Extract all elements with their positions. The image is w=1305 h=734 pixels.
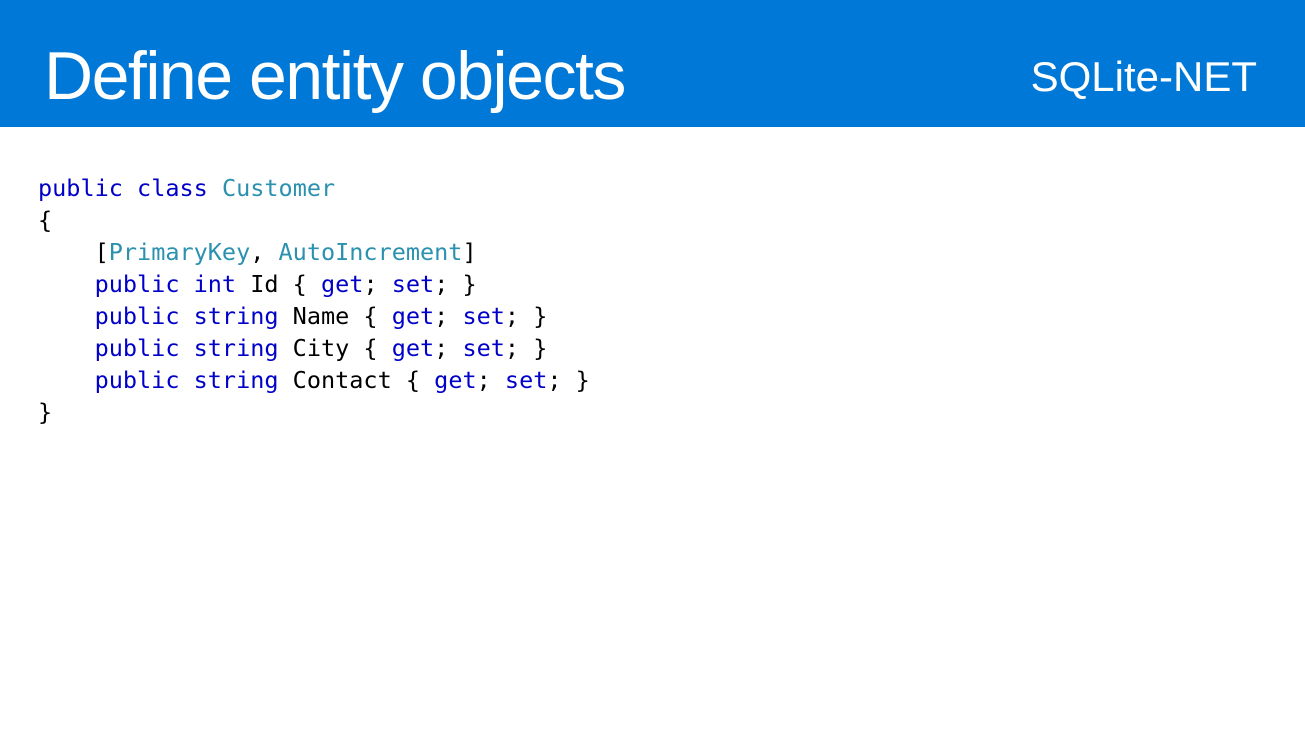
- code-token: public: [94, 302, 180, 330]
- code-token: public: [94, 334, 180, 362]
- code-token: ,: [250, 238, 279, 266]
- code-line: public string City { get; set; }: [38, 332, 590, 364]
- code-token: set: [462, 302, 505, 330]
- code-token: PrimaryKey: [108, 238, 251, 266]
- code-token: Contact {: [278, 366, 435, 394]
- code-token: ; }: [504, 334, 548, 362]
- code-token: ; }: [434, 270, 477, 298]
- code-token: [179, 334, 193, 362]
- code-token: {: [38, 206, 53, 234]
- code-token: [38, 270, 95, 298]
- code-line: {: [38, 204, 590, 236]
- code-token: string: [193, 334, 279, 362]
- code-token: get: [391, 302, 435, 330]
- code-line: [PrimaryKey, AutoIncrement]: [38, 236, 590, 268]
- code-token: get: [391, 334, 435, 362]
- code-token: [38, 302, 95, 330]
- code-token: ; }: [547, 366, 590, 394]
- code-token: set: [462, 334, 505, 362]
- code-line: public string Name { get; set; }: [38, 300, 590, 332]
- code-token: string: [193, 366, 279, 394]
- code-line: public class Customer: [38, 172, 590, 204]
- code-token: ;: [434, 334, 463, 362]
- code-line: public string Contact { get; set; }: [38, 364, 590, 396]
- code-token: int: [193, 270, 237, 298]
- code-token: Name {: [278, 302, 392, 330]
- code-token: public: [94, 366, 180, 394]
- code-token: [179, 302, 193, 330]
- code-token: City {: [278, 334, 392, 362]
- code-token: [179, 270, 193, 298]
- code-token: ;: [476, 366, 505, 394]
- code-token: ;: [363, 270, 392, 298]
- code-line: }: [38, 396, 590, 428]
- code-token: Id {: [236, 270, 321, 298]
- code-token: public: [94, 270, 180, 298]
- code-token: AutoIncrement: [278, 238, 463, 266]
- code-token: string: [193, 302, 279, 330]
- code-token: public: [38, 174, 123, 202]
- slide-subtitle: SQLite-NET: [1030, 53, 1257, 100]
- code-token: get: [434, 366, 477, 394]
- code-token: [: [38, 238, 109, 266]
- code-token: [179, 366, 193, 394]
- code-block: public class Customer { [PrimaryKey, Aut…: [38, 172, 590, 428]
- slide-title: Define entity objects: [44, 38, 626, 114]
- code-token: get: [320, 270, 364, 298]
- code-token: ;: [434, 302, 463, 330]
- title-banner: Define entity objects SQLite-NET: [0, 0, 1305, 127]
- code-token: class: [137, 174, 208, 202]
- code-token: [208, 174, 222, 202]
- code-token: [123, 174, 137, 202]
- code-token: set: [391, 270, 435, 298]
- code-token: set: [504, 366, 548, 394]
- code-token: [38, 334, 95, 362]
- code-token: }: [38, 398, 53, 426]
- code-token: [38, 366, 95, 394]
- code-token: ]: [462, 238, 477, 266]
- code-line: public int Id { get; set; }: [38, 268, 590, 300]
- code-token: ; }: [504, 302, 548, 330]
- code-token: Customer: [221, 174, 336, 202]
